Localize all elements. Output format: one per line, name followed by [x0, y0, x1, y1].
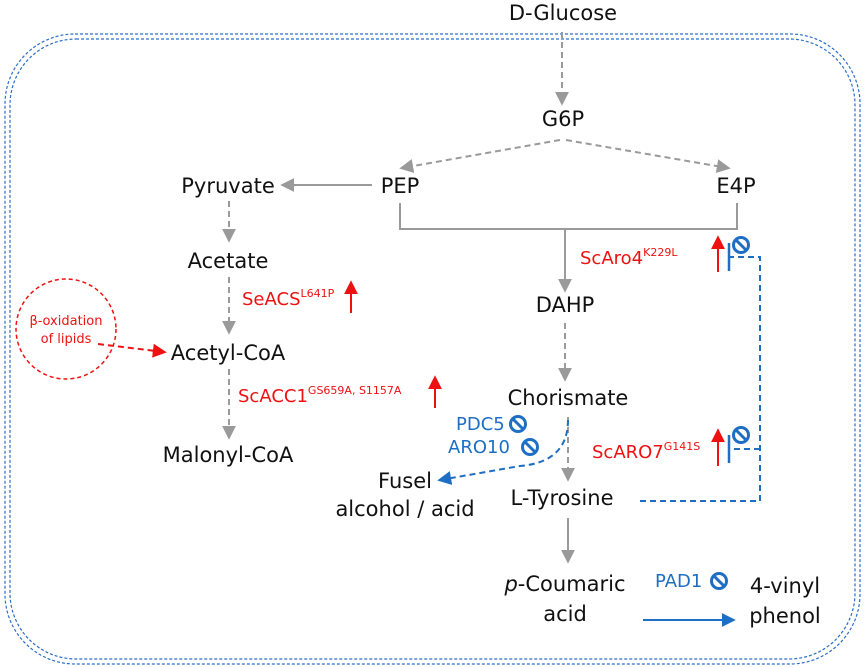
enzyme-seacs-name: SeACS	[242, 289, 301, 310]
enzyme-seacs-mutation: L641P	[301, 287, 335, 300]
arrow-g6p-to-pep	[399, 139, 561, 173]
aro10-prohibited-icon	[521, 438, 539, 456]
tyrosine-feedback-inhibition	[640, 256, 761, 502]
label-p-coumaric-acid: p-Coumaric	[503, 572, 625, 596]
pathway-arrows	[222, 32, 738, 564]
label-g6p: G6P	[542, 107, 584, 131]
enzyme-scaro7-name: ScARO7	[592, 442, 664, 463]
cell-membrane	[4, 33, 861, 665]
arrow-pep-e4p-join	[399, 203, 738, 230]
pdc5-prohibited-icon	[509, 415, 527, 433]
arrow-g6p-to-e4p	[565, 139, 731, 173]
label-p-italic: p	[503, 572, 517, 596]
beta-oxidation-line1: β-oxidation	[30, 314, 103, 329]
label-pyruvate: Pyruvate	[181, 174, 275, 198]
label-dahp: DAHP	[536, 293, 595, 317]
label-alcohol-acid: alcohol / acid	[335, 497, 474, 521]
enzyme-scacc1-mutation: GS659A, S1157A	[308, 384, 402, 397]
label-coumaric-rest: -Coumaric	[518, 572, 626, 596]
enzyme-scaro4: ScAro4K229L	[580, 246, 678, 269]
label-chorismate: Chorismate	[508, 386, 629, 410]
arrow-beta-oxidation-to-acetylcoa	[97, 343, 167, 358]
aro4-feedback-prohibited-icon	[732, 236, 750, 254]
beta-oxidation-circle	[15, 278, 117, 380]
aro7-feedback-prohibited-icon	[732, 426, 750, 444]
enzyme-seacs: SeACSL641P	[242, 287, 335, 310]
enzyme-scacc1-name: ScACC1	[238, 386, 308, 407]
label-fusel: Fusel	[378, 469, 432, 493]
label-pep: PEP	[381, 174, 420, 198]
enzyme-scaro7-mutation: G141S	[664, 440, 701, 453]
arrow-chorismate-to-fusel	[437, 419, 569, 485]
label-phenol: phenol	[749, 604, 821, 628]
label-4-vinyl: 4-vinyl	[750, 574, 820, 598]
enzyme-scacc1: ScACC1GS659A, S1157A	[238, 384, 402, 407]
label-acetate: Acetate	[188, 249, 269, 273]
label-l-tyrosine: L-Tyrosine	[511, 486, 614, 510]
pad1-prohibited-icon	[710, 572, 728, 590]
enzyme-scaro7: ScARO7G141S	[592, 440, 700, 463]
label-e4p: E4P	[716, 174, 755, 198]
knockout-pdc5: PDC5	[456, 414, 505, 435]
label-malonyl-coa: Malonyl-CoA	[163, 443, 294, 467]
label-d-glucose: D-Glucose	[509, 1, 617, 25]
label-acetyl-coa: Acetyl-CoA	[171, 341, 286, 365]
beta-oxidation-line2: of lipids	[41, 332, 92, 347]
knockout-pad1: PAD1	[655, 571, 702, 592]
label-p-coumaric-acid-line2: acid	[543, 602, 587, 626]
enzyme-scaro4-mutation: K229L	[643, 246, 678, 259]
knockout-aro10: ARO10	[448, 437, 510, 458]
enzyme-scaro4-name: ScAro4	[580, 248, 643, 269]
